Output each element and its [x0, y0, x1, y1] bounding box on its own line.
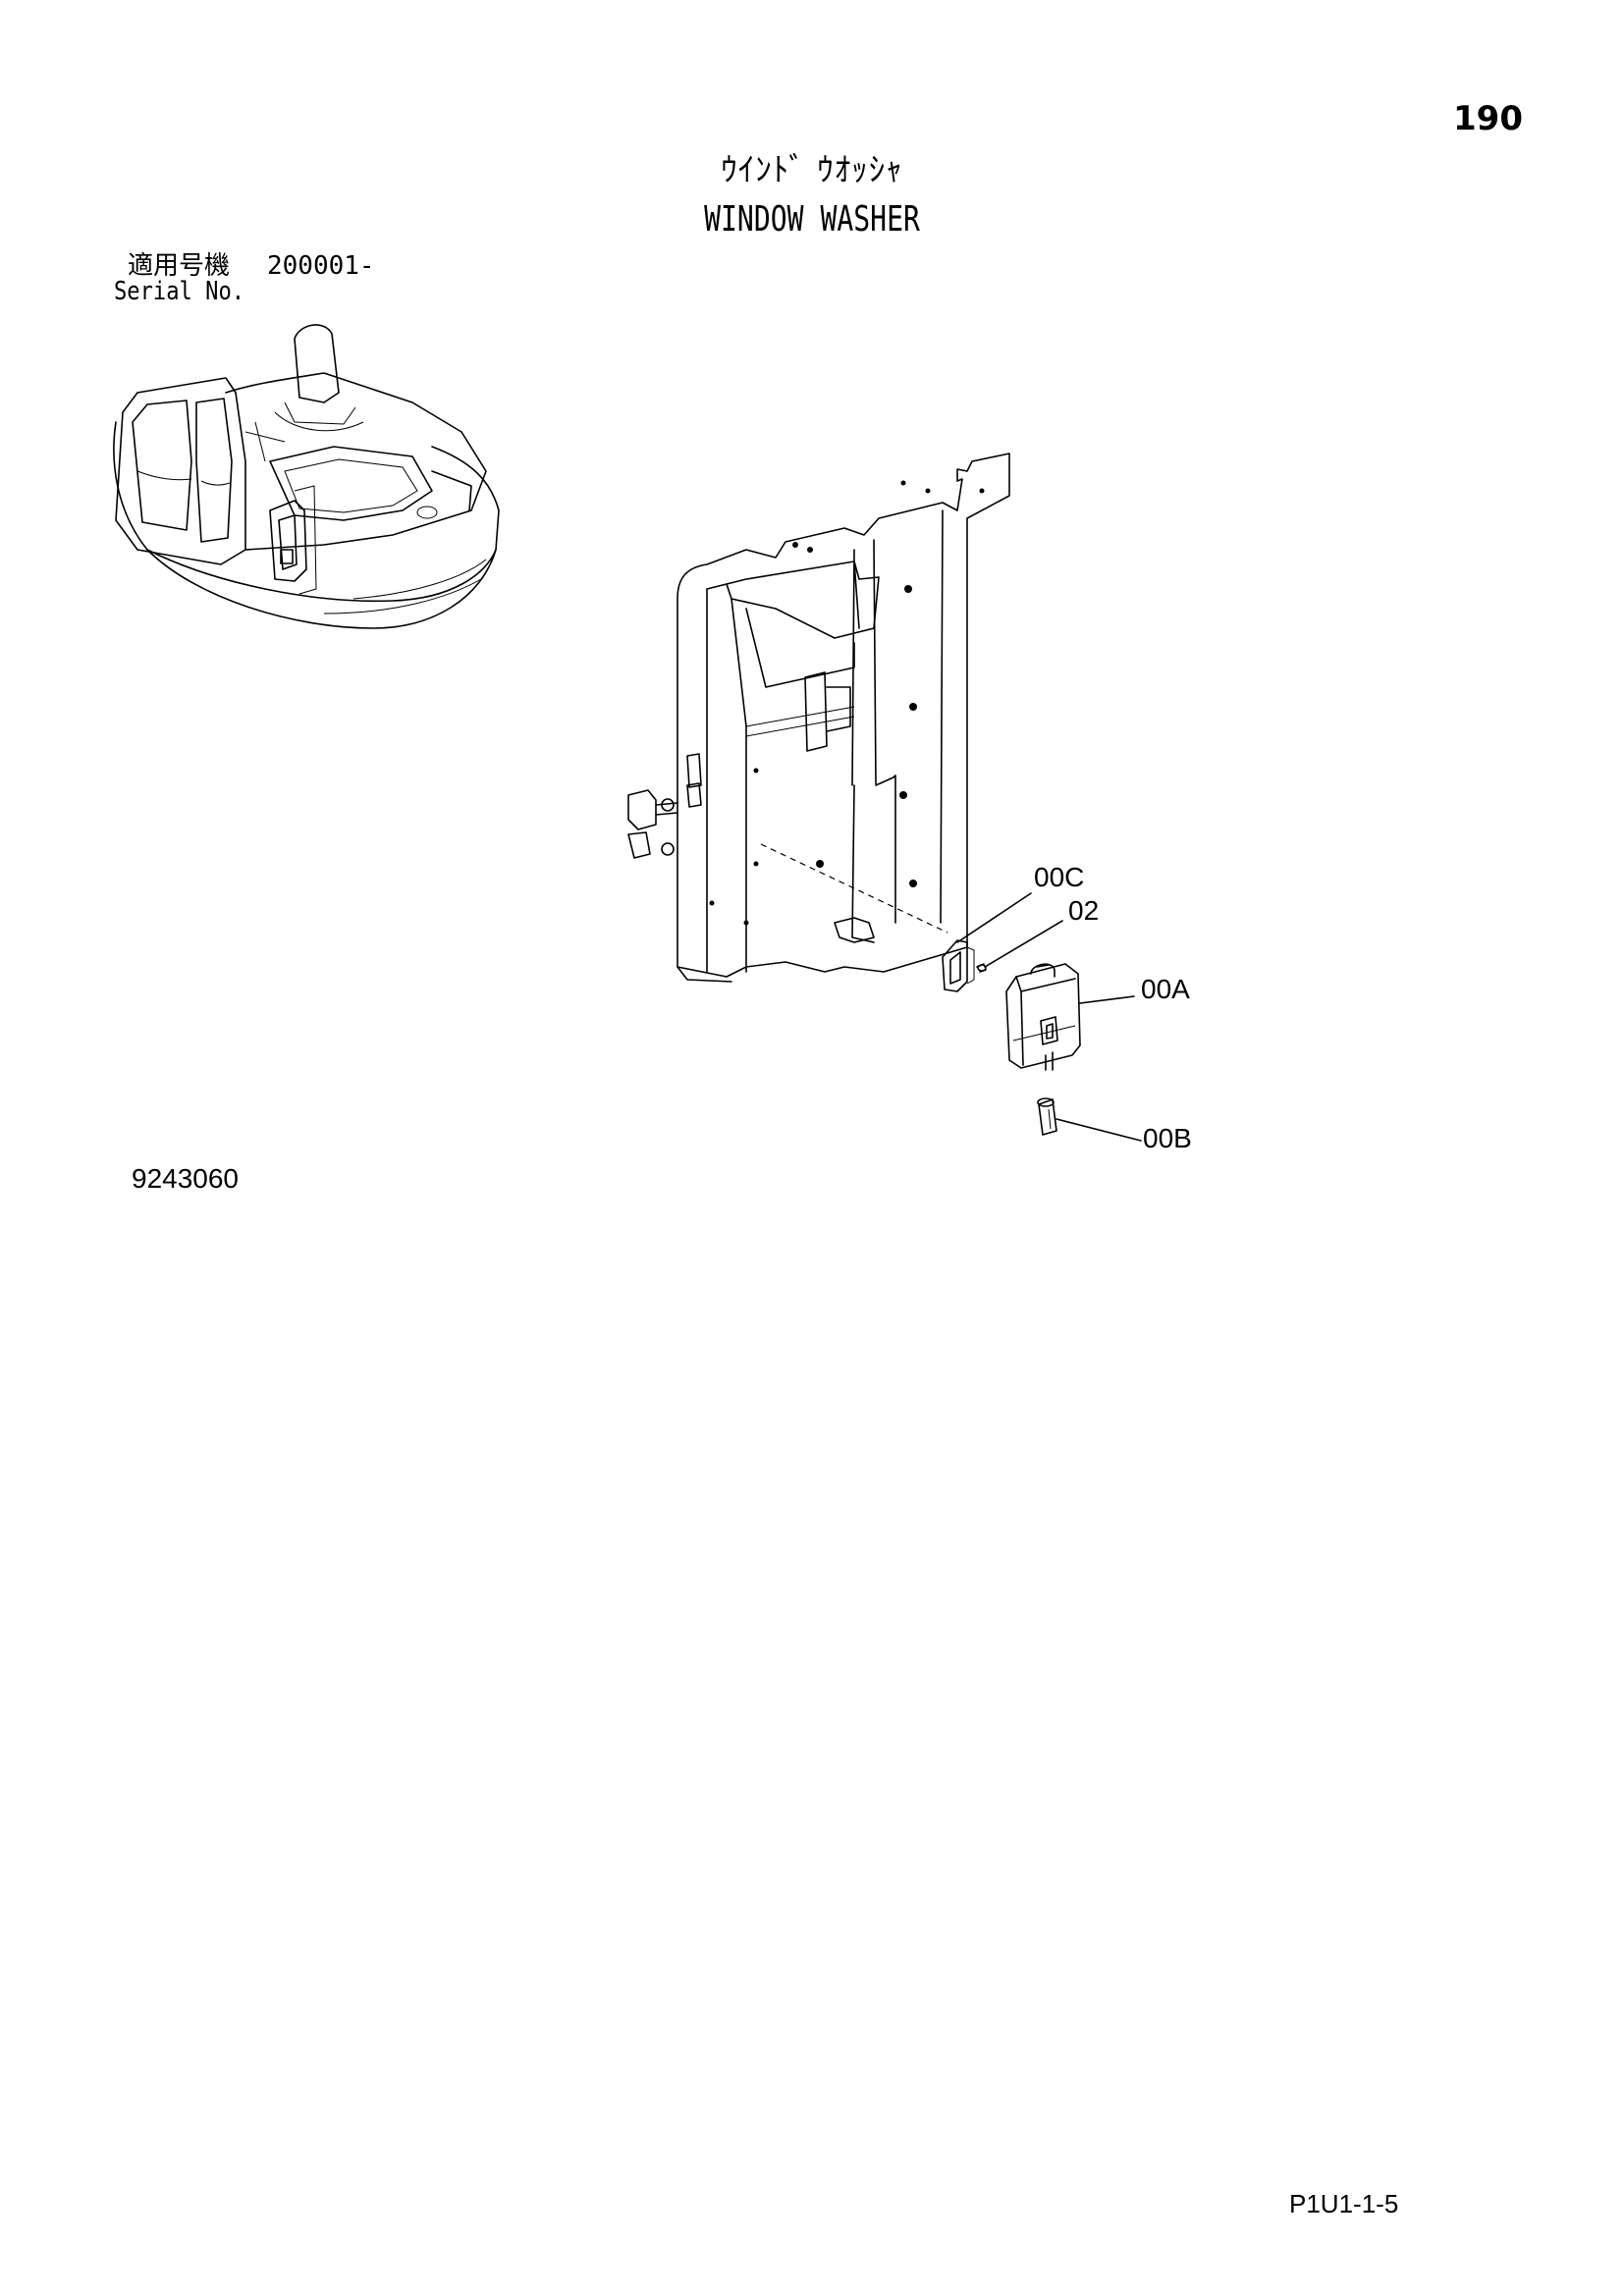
callout-00A: 00A: [1141, 974, 1190, 1004]
page-number: 190: [1453, 99, 1523, 138]
figure-number: 9243060: [132, 1163, 240, 1194]
serial-label-english: Serial No.: [114, 277, 245, 306]
washer-tank-part-00A: [1005, 963, 1081, 1071]
screw-part-02: [977, 964, 987, 972]
excavator-overview-drawing: [113, 324, 500, 629]
title-english: WINDOW WASHER: [704, 199, 920, 240]
serial-label-japanese: 適用号機: [128, 251, 231, 281]
filter-part-00B: [1037, 1097, 1057, 1136]
leader-line-00C: [956, 892, 1032, 943]
callout-02: 02: [1068, 895, 1100, 926]
leader-line-00B: [1056, 1118, 1142, 1142]
callout-00B: 00B: [1143, 1123, 1192, 1153]
serial-number-range: 200001-: [267, 251, 375, 281]
title-japanese: ｳｲﾝﾄﾞ ｳｵｯｼｬ: [721, 150, 903, 188]
callout-00C: 00C: [1034, 862, 1085, 892]
leader-line-00A: [1079, 995, 1135, 1004]
document-code: P1U1-1-5: [1289, 2189, 1399, 2218]
leader-line-02: [984, 920, 1063, 968]
cab-rear-panel-drawing: [627, 453, 1010, 983]
